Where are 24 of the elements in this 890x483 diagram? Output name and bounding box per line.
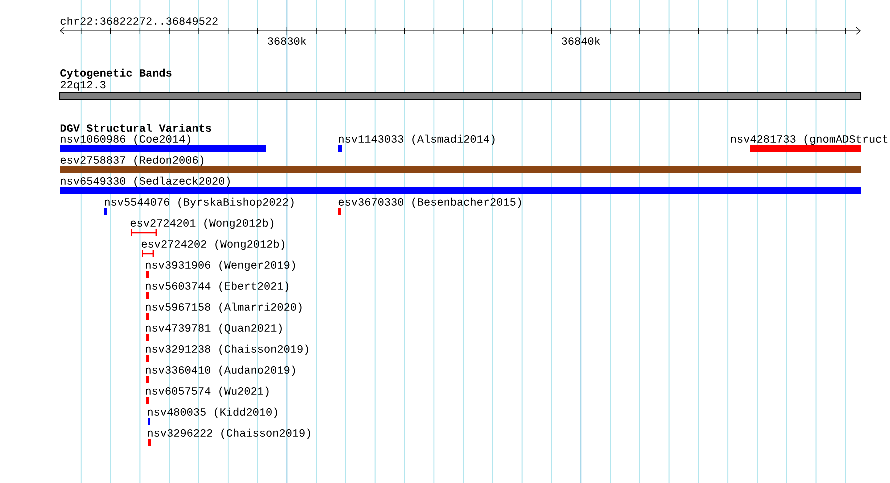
variant-label: nsv3296222 (Chaisson2019): [148, 428, 310, 440]
variant-label: nsv4739781 (Quan2021): [146, 324, 282, 334]
variant-label: nsv3360410 (Audano2019): [146, 366, 296, 376]
track-heading: Cytogenetic Bands: [60, 68, 172, 80]
variant-label: nsv5544076 (ByrskaBishop2022): [105, 198, 294, 208]
variant-label: nsv3291238 (Chaisson2019): [146, 344, 308, 356]
track-heading: DGV Structural Variants: [60, 124, 212, 132]
variant-label: esv2758837 (Redon2006): [60, 156, 204, 166]
location-label: chr22:36822272..36849522: [60, 16, 218, 26]
variant-label: nsv480035 (Kidd2010): [148, 408, 278, 418]
band-label: 22q12.3: [60, 81, 106, 91]
variant-label: nsv3931906 (Wenger2019): [146, 260, 296, 272]
variant-label: esv3670330 (Besenbacher2015): [338, 198, 522, 208]
variant-label: nsv4281733 (gnomADStruct: [731, 134, 888, 146]
variant-label: nsv6549330 (Sedlazeck2020): [61, 176, 230, 188]
tick-label: 36830k: [268, 36, 306, 46]
variant-label: nsv1060986 (Coe2014): [61, 134, 190, 146]
variant-label: nsv5967158 (Almarri2020): [146, 302, 302, 314]
variant-label: nsv6057574 (Wu2021): [146, 386, 269, 398]
variant-label: nsv5603744 (Ebert2021): [146, 282, 289, 292]
variant-label: nsv1143033 (Alsmadi2014): [339, 134, 495, 146]
variant-label: esv2724201 (Wong2012b): [130, 218, 274, 230]
tick-label: 36840k: [562, 36, 600, 46]
variant-label: esv2724202 (Wong2012b): [142, 240, 285, 250]
